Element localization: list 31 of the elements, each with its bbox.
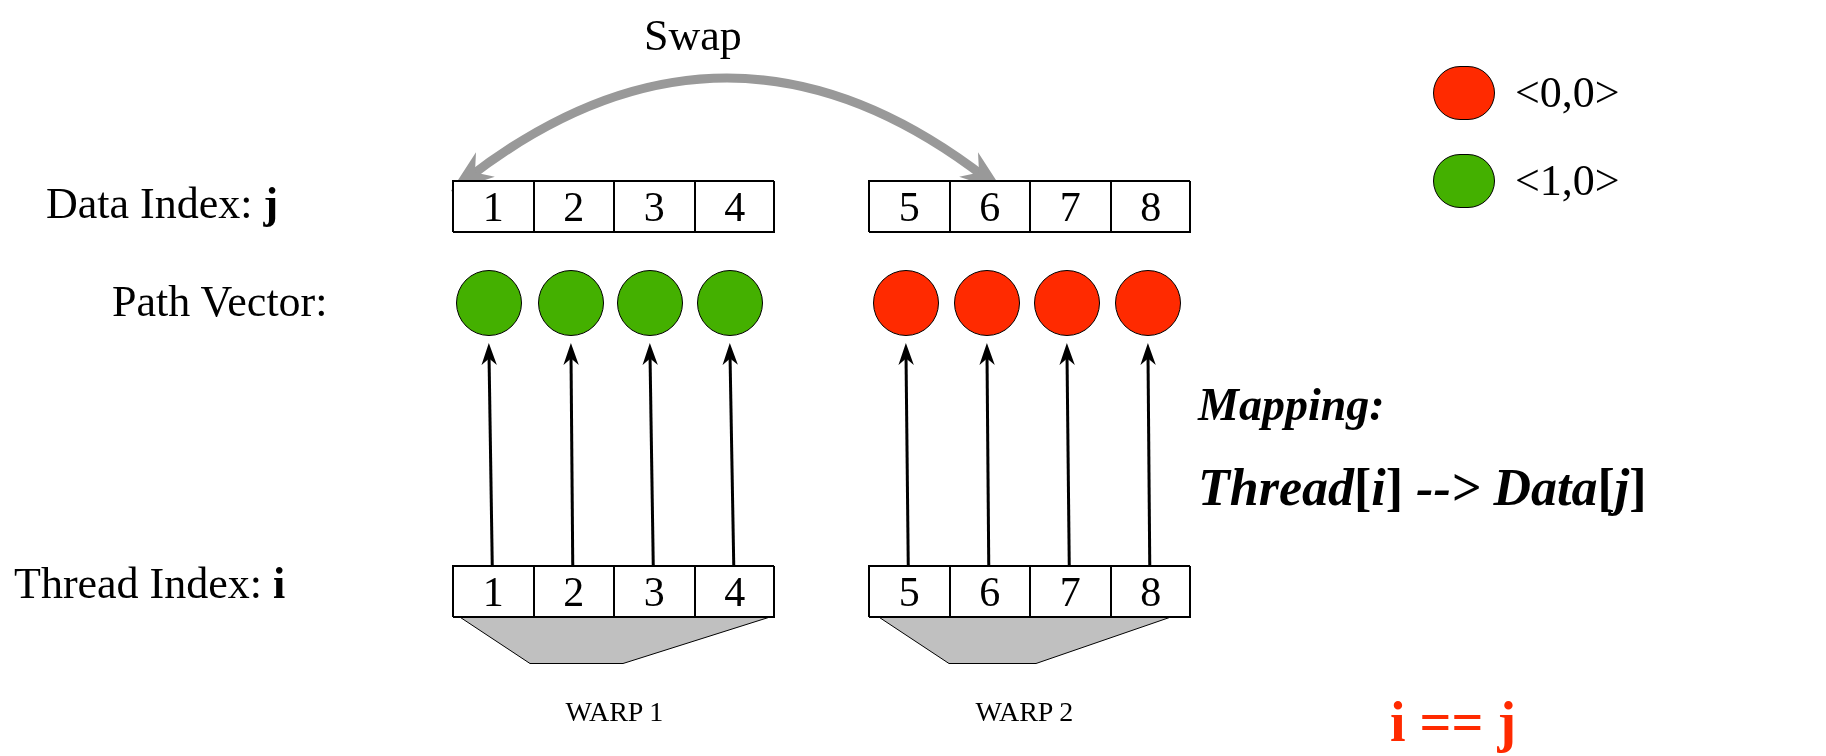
mapping-arrow — [1140, 343, 1156, 565]
mapping-arrow — [1059, 343, 1075, 565]
mapping-arrow — [563, 343, 579, 565]
index-cell: 4 — [694, 181, 775, 233]
index-array — [868, 565, 1190, 617]
mapping-arrow — [642, 343, 658, 566]
warp-trapezoid — [879, 617, 1170, 664]
index-cell: 8 — [1110, 181, 1191, 233]
index-array — [452, 180, 774, 232]
row-label: Data Index: j — [46, 182, 279, 226]
legend-label: <1,0> — [1515, 159, 1620, 203]
row-label: Thread Index: i — [14, 562, 286, 606]
row-label: Thread[i] --> Data[j] — [1198, 462, 1647, 514]
warp-label: WARP 2 — [974, 698, 1075, 726]
warp-trapezoid — [460, 617, 769, 664]
legend-label: <0,0> — [1515, 71, 1620, 115]
mapping-arrow — [898, 343, 914, 565]
index-cell: 2 — [533, 181, 614, 233]
warp-label: WARP 1 — [564, 698, 665, 726]
mapping-arrow — [481, 343, 497, 566]
index-cell: 7 — [1030, 181, 1111, 233]
row-label: Path Vector: — [112, 280, 328, 324]
index-cell: 3 — [614, 181, 695, 233]
index-cell: 5 — [869, 181, 950, 233]
index-array — [452, 565, 774, 617]
index-cell: 6 — [949, 181, 1030, 233]
row-label: Mapping: — [1198, 382, 1385, 428]
mapping-arrow — [722, 343, 738, 566]
index-array — [868, 180, 1190, 232]
index-cell: 1 — [453, 181, 534, 233]
mapping-arrow — [979, 343, 995, 565]
